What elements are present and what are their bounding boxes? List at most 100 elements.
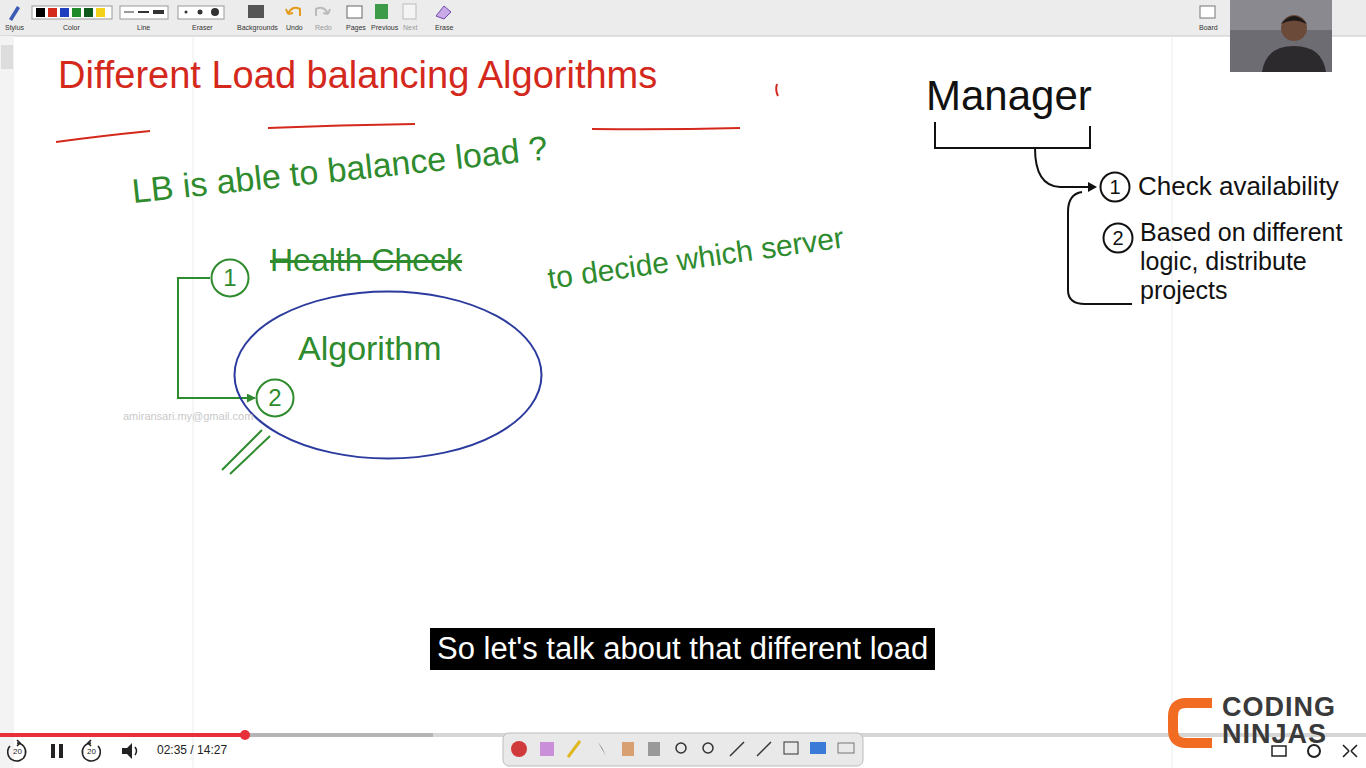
toolbar	[0, 0, 1366, 36]
volume-icon	[122, 743, 132, 759]
logo-text: NINJAS	[1222, 719, 1327, 750]
list-item: Check availability	[1138, 172, 1339, 202]
fullscreen-icon	[1343, 745, 1357, 757]
toolbar-label: Next	[403, 24, 417, 32]
progress-buffer	[0, 733, 433, 737]
backgrounds-icon	[248, 5, 264, 18]
highlight-ellipse-outline	[233, 290, 543, 460]
forward-icon	[88, 740, 91, 746]
side-tab	[1, 45, 13, 69]
color-swatch	[48, 8, 57, 17]
presenter-hair	[1281, 16, 1307, 24]
skip-seconds: 20	[87, 747, 96, 756]
circle-outline	[1104, 224, 1133, 253]
logo-text: CODING	[1222, 692, 1336, 723]
undo-icon	[286, 8, 300, 16]
webcam-view	[1230, 0, 1332, 72]
toolbar-label: Color	[63, 24, 80, 32]
pages-icon	[347, 6, 362, 18]
question-note: LB is able to balance load ?	[130, 128, 550, 211]
watermark: amiransari.my@gmail.com	[123, 410, 253, 423]
color-swatch	[84, 8, 93, 17]
bracket-connector	[178, 278, 255, 398]
rewind-icon	[17, 740, 20, 746]
bracket-arrow	[1035, 148, 1093, 187]
next-icon	[403, 4, 416, 19]
step-number: 1	[223, 265, 236, 291]
node-label: Algorithm	[298, 330, 442, 367]
progress-played	[0, 733, 245, 737]
emphasis-stroke	[222, 430, 270, 474]
ellipse-outline	[235, 292, 542, 459]
color-swatch	[72, 8, 81, 17]
step-circle: 2	[1102, 222, 1134, 254]
title-underline	[592, 128, 740, 129]
progress-handle	[240, 730, 250, 740]
heading-note: Manager	[926, 72, 1092, 120]
line-width-icon	[124, 12, 134, 13]
line-width-icon	[153, 10, 164, 14]
circle-outline	[212, 260, 249, 297]
step-circle: 2	[255, 378, 295, 418]
step-circle-outline	[255, 378, 295, 418]
line-tray	[120, 6, 168, 19]
eraser-size-icon	[198, 10, 203, 15]
time-display: 02:35 / 14:27	[157, 744, 227, 758]
toolbar-label: Pages	[346, 24, 366, 32]
circle-outline	[257, 380, 294, 417]
palette-tool	[676, 743, 686, 753]
board-icon	[1200, 6, 1215, 18]
toolbar-label: Undo	[286, 24, 303, 32]
captions-icon	[1272, 746, 1286, 756]
step-circle-outline	[210, 258, 250, 298]
color-tray	[32, 6, 112, 19]
arrowhead	[1088, 182, 1097, 192]
toolbar-label: Line	[137, 24, 150, 32]
palette-tool	[511, 741, 527, 757]
palette-tool	[598, 742, 606, 756]
presenter-body	[1262, 46, 1326, 72]
slide-title: Different Load balancing Algorithms	[58, 54, 657, 98]
brace	[1068, 192, 1132, 304]
eraser-tray	[178, 6, 224, 19]
toolbar-label: Eraser	[192, 24, 213, 32]
color-swatch	[36, 8, 45, 17]
eraser-size-icon	[185, 11, 188, 14]
palette-tool	[757, 742, 771, 756]
skip-seconds: 20	[13, 747, 22, 756]
palette-tool	[622, 742, 634, 756]
logo-mark	[1173, 703, 1212, 743]
toolbar-label: Erase	[435, 24, 453, 32]
color-swatch	[60, 8, 69, 17]
pause-icon	[51, 744, 55, 758]
webcam-wall	[1230, 0, 1332, 30]
toolbar-label: Stylus	[5, 24, 24, 32]
toolbar-border	[0, 36, 1366, 37]
circle-outline	[1101, 173, 1130, 202]
step-circle-outline	[1099, 171, 1131, 203]
handwritten-note: to decide which server	[546, 221, 846, 297]
toolbar-label: Backgrounds	[237, 24, 278, 32]
pen-mark	[776, 84, 778, 96]
step-number: 2	[1112, 227, 1123, 249]
subtitle: So let's talk about that different load	[430, 628, 935, 670]
palette-tool	[540, 742, 554, 756]
stylus-icon	[9, 6, 20, 21]
bracket	[935, 122, 1090, 148]
settings-icon	[1308, 745, 1320, 757]
toolbar-label: Redo	[315, 24, 332, 32]
annotation-palette	[503, 733, 863, 766]
step-circle: 1	[210, 258, 250, 298]
palette-tool	[838, 743, 854, 753]
pause-icon	[59, 744, 63, 758]
step-circle: 1	[1099, 171, 1131, 203]
side-strip	[0, 36, 14, 768]
line-width-icon	[138, 11, 149, 13]
palette-tool	[730, 742, 744, 756]
